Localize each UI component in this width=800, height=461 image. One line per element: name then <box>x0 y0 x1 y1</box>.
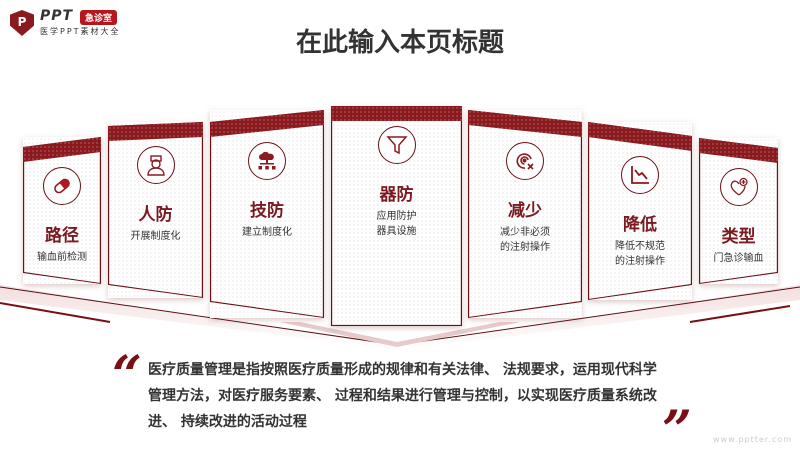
card-description-line: 开展制度化 <box>130 231 181 242</box>
heart-plus-icon <box>719 168 758 206</box>
card-description-line: 输血前检测 <box>37 252 87 263</box>
card-description: 开展制度化 <box>108 229 203 244</box>
card-description: 门急诊输血 <box>699 251 778 266</box>
logo-subtitle: 医学PPT素材大全 <box>40 27 121 36</box>
card-description: 减少非必须的注射操作 <box>468 225 582 255</box>
card-title: 人防 <box>138 205 173 225</box>
card-title: 降低 <box>623 215 657 235</box>
card-description-line: 应用防护 <box>376 211 417 222</box>
cloud-network-icon <box>248 142 286 180</box>
card-1: 路径 输血前检测 <box>23 137 101 284</box>
pill-icon <box>43 167 81 205</box>
card-description-line: 建立制度化 <box>242 227 292 238</box>
card-title: 器防 <box>379 185 414 205</box>
card-6: 降低 降低不规范的注射操作 <box>588 122 692 300</box>
declining-chart-icon <box>621 156 659 194</box>
card-description-line: 的注射操作 <box>615 256 665 267</box>
card-description: 建立制度化 <box>210 225 324 240</box>
doctor-icon <box>136 146 175 184</box>
logo: P PPT 急诊室 医学PPT素材大全 <box>8 8 128 36</box>
logo-brand: PPT <box>40 8 74 24</box>
quote-text: 医疗质量管理是指按照医疗质量形成的规律和有关法律、 法规要求，运用现代科学管理方… <box>148 362 657 430</box>
card-7: 类型 门急诊输血 <box>699 138 778 284</box>
target-icon <box>506 142 544 180</box>
card-title: 技防 <box>250 201 284 221</box>
card-5: 减少 减少非必须的注射操作 <box>468 110 582 318</box>
card-description: 降低不规范的注射操作 <box>588 239 692 269</box>
page-title: 在此输入本页标题 <box>295 28 504 58</box>
card-3: 技防 建立制度化 <box>210 110 324 318</box>
card-description: 应用防护器具设施 <box>331 209 462 239</box>
funnel-icon <box>377 126 416 164</box>
card-title: 类型 <box>721 227 756 247</box>
logo-badge: 急诊室 <box>80 10 118 25</box>
close-quote-mark: ” <box>662 400 692 461</box>
card-4: 器防 应用防护器具设施 <box>331 106 462 326</box>
card-2: 人防 开展制度化 <box>108 122 203 298</box>
card-description: 输血前检测 <box>23 250 101 265</box>
card-description-line: 门急诊输血 <box>713 253 764 264</box>
open-quote-mark: “ <box>112 345 142 406</box>
card-title: 路径 <box>45 226 79 246</box>
card-description-line: 降低不规范 <box>615 241 665 252</box>
card-description-line: 器具设施 <box>376 226 417 237</box>
watermark: www.pptter.com <box>713 435 792 444</box>
card-title: 减少 <box>508 201 542 221</box>
card-description-line: 减少非必须 <box>500 227 550 238</box>
floor-decoration <box>0 285 800 350</box>
card-description-line: 的注射操作 <box>500 242 550 253</box>
